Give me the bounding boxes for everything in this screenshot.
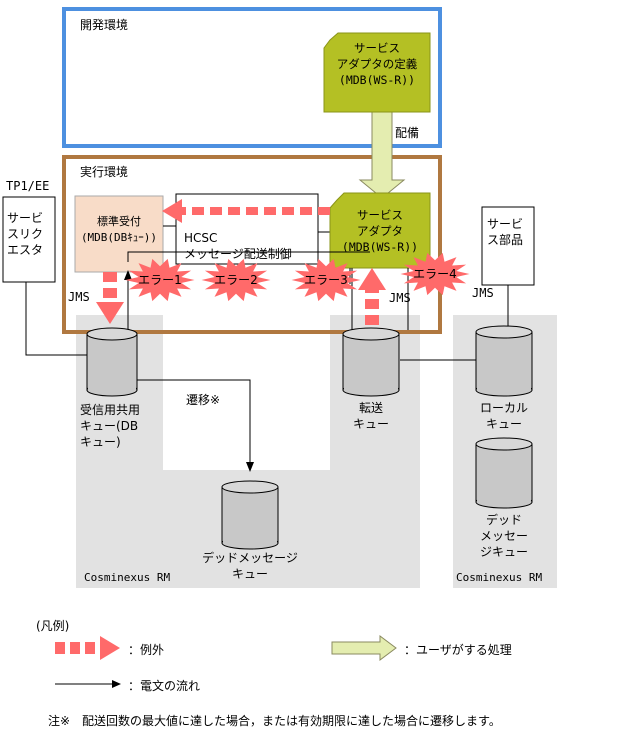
error-label-3: エラー3 <box>304 273 348 287</box>
dead-letter-right-label: デッド メッセー ジキュー <box>479 513 528 559</box>
std-recv-box <box>74 195 164 273</box>
hcsc-text: HCSC メッセージ配送制御 <box>184 231 292 261</box>
exec-env-frame <box>62 155 442 334</box>
tp1-box-text: サービ スリク エスタ <box>7 211 44 257</box>
exec-env-label: 実行環境 <box>80 165 129 179</box>
flow-tp1-queue <box>25 282 100 356</box>
exception-arrow-up <box>358 268 386 325</box>
error-label-4: エラー4 <box>413 267 457 281</box>
legend-user-process-text: ：ユーザがする処理 <box>404 643 512 657</box>
footnote: 注※ 配送回数の最大値に達した場合，または有効期限に達した場合に遷移します。 <box>48 714 501 728</box>
service-part-box <box>481 206 535 286</box>
legend-title: (凡例) <box>36 619 70 633</box>
jms-label-3: JMS <box>472 286 494 300</box>
transition-label: 遷移※ <box>186 393 221 407</box>
recv-shared-queue <box>86 327 138 397</box>
deploy-arrow <box>358 111 406 199</box>
rm-region-left <box>76 315 420 588</box>
legend-message-flow-text: ：電文の流れ <box>128 679 201 693</box>
arrowhead-recv <box>124 270 132 280</box>
adapter-def-shape <box>323 32 431 113</box>
dead-letter-main-label: デッドメッセージ キュー <box>202 551 298 581</box>
dead-letter-queue-right <box>475 437 533 509</box>
tp1-title: TP1/EE <box>6 179 50 193</box>
dev-env-label: 開発環境 <box>80 18 129 32</box>
local-queue-label: ローカル キュー <box>479 401 528 431</box>
jms-label-2: JMS <box>389 291 411 305</box>
rm-label-right: Cosminexus RM <box>456 571 543 584</box>
legend-exception-text: ：例外 <box>128 643 165 657</box>
legend-exception-arrow <box>55 636 120 660</box>
deploy-label: 配備 <box>395 126 420 140</box>
error-label-1: エラー1 <box>138 273 182 287</box>
tp1-client-box <box>2 196 56 283</box>
exception-arrow-down <box>96 272 124 324</box>
legend-user-arrow <box>331 635 397 661</box>
adapter-text: サービス アダプタ (MDB(WS-R)) <box>341 208 419 254</box>
transfer-queue-label: 転送 キュー <box>352 401 389 431</box>
error-burst-1: エラー1 <box>125 258 195 302</box>
transfer-queue <box>342 327 400 397</box>
std-recv-text: 標準受付 (MDB(DBｷｭｰ)) <box>80 215 158 244</box>
dead-letter-queue-main <box>221 480 279 550</box>
arrowhead-deadletter <box>246 462 254 472</box>
adapter-def-text: サービス アダプタの定義 (MDB(WS-R)) <box>336 41 418 87</box>
dev-env-frame <box>62 7 442 148</box>
error-burst-4: エラー4 <box>400 252 470 296</box>
flow-to-deadletter <box>135 379 251 470</box>
jms-label-1: JMS <box>68 290 90 304</box>
error-burst-2: エラー2 <box>201 258 271 302</box>
legend-flow-arrow <box>55 680 121 688</box>
service-part-text: サービ ス部品 <box>487 217 524 247</box>
flow-recv-hcsc <box>127 251 370 262</box>
error-label-2: エラー2 <box>214 273 258 287</box>
rm-label-left: Cosminexus RM <box>84 571 171 584</box>
recv-shared-queue-label: 受信用共用 キュー(DB キュー) <box>80 403 141 449</box>
exception-arrow-to-recv <box>162 199 330 223</box>
error-burst-3: エラー3 <box>291 258 361 302</box>
local-queue <box>475 325 533 397</box>
